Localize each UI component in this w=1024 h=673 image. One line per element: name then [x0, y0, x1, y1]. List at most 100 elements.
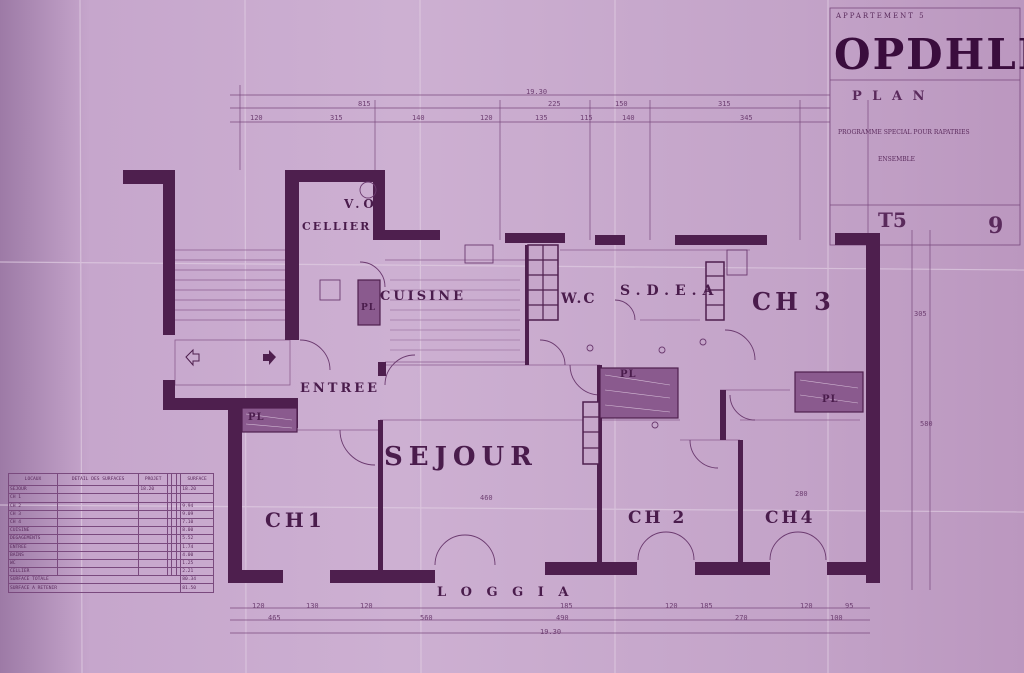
table-cell — [138, 558, 169, 569]
dim-top-detail-7: 140 — [622, 114, 635, 122]
dim-top-detail-2: 315 — [330, 114, 343, 122]
table-cell: CELLIER — [8, 567, 58, 577]
fixtures — [319, 181, 748, 429]
door-swings — [299, 261, 827, 566]
table-cell — [56, 501, 140, 511]
surface-table: LOCAUX DETAIL DES SURFACES PROJET SURFAC… — [7, 472, 214, 593]
fold-line — [244, 0, 247, 673]
room-label-pl-ch3: PL — [822, 394, 839, 405]
dim-bottom-detail-4: 270 — [735, 614, 748, 622]
room-label-wc: W.C — [561, 291, 597, 307]
table-cell: SURFACE TOTALE — [7, 575, 182, 585]
dim-bottom-detail-3: 490 — [556, 614, 569, 622]
table-cell: 1.25 — [180, 558, 214, 569]
dim-total-top: 19.30 — [526, 88, 548, 96]
kitchen-hatching — [390, 279, 520, 351]
fold-line — [419, 0, 422, 673]
room-label-entree: ENTREE — [300, 381, 381, 396]
table-cell: WC — [8, 558, 58, 569]
brand-title: OPDHLM — [834, 30, 1024, 79]
table-cell — [138, 526, 169, 536]
dim-bottom-detail-1: 465 — [268, 614, 281, 622]
drawing-title: P L A N — [852, 89, 928, 104]
dim-ch3-width: 280 — [795, 490, 808, 498]
room-label-sdea: S.D.E.A — [620, 283, 720, 299]
table-cell — [56, 550, 140, 560]
sheet-number: 9 — [988, 213, 1004, 239]
basin-fixture — [726, 249, 748, 276]
table-cell: CH 3 — [8, 509, 58, 519]
table-header-cell: DETAIL DES SURFACES — [56, 472, 140, 487]
entry-arrows — [185, 348, 276, 367]
dim-top-detail-4: 120 — [480, 114, 493, 122]
type-code: T5 — [878, 208, 907, 232]
dim-top-detail-1: 120 — [250, 114, 263, 122]
room-label-ch2: CH 2 — [628, 508, 688, 528]
project-label: APPARTEMENT 5 — [836, 12, 926, 20]
title-block-frame — [829, 7, 1021, 246]
dim-right-2: 580 — [920, 420, 933, 428]
table-cell: 1.74 — [180, 542, 214, 552]
room-label-ch1: CH1 — [265, 508, 326, 532]
room-label-ch4: CH4 — [765, 508, 816, 528]
dim-top-detail-6: 115 — [580, 114, 593, 122]
dim-right-1: 305 — [914, 310, 927, 318]
table-cell: DEGAGEMENTS — [8, 534, 58, 544]
table-cell — [56, 567, 140, 577]
pl-panel-ch2 — [599, 367, 679, 419]
table-cell: SEJOUR — [8, 485, 58, 495]
table-cell — [138, 534, 169, 544]
dim-bottom-detail-5: 100 — [830, 614, 843, 622]
dim-bottom-1: 120 — [252, 602, 265, 610]
dim-top-detail-5: 135 — [535, 114, 548, 122]
dim-top-detail-3: 140 — [412, 114, 425, 122]
dimension-lines — [230, 85, 931, 634]
room-label-pl-cuisine: PL — [361, 303, 377, 313]
table-header-cell: SURFACE — [180, 472, 214, 487]
table-cell — [138, 550, 169, 560]
dim-bottom-3: 120 — [360, 602, 373, 610]
room-label-sejour: SEJOUR — [384, 442, 538, 472]
shelf-dividers — [528, 245, 724, 449]
table-cell — [138, 542, 169, 552]
table-row: WC 1.25 — [8, 558, 214, 569]
dim-bottom-8: 95 — [845, 602, 854, 610]
dim-top-2: 225 — [548, 100, 561, 108]
dim-top-3: 150 — [615, 100, 628, 108]
pl-panel-cuisine — [357, 279, 381, 326]
table-cell — [138, 509, 169, 519]
dim-sejour-width: 460 — [480, 494, 493, 502]
dim-top-1: 815 — [358, 100, 371, 108]
table-cell — [56, 526, 140, 536]
table-cell — [56, 509, 140, 519]
table-cell — [56, 493, 140, 503]
room-label-vo: V.O — [344, 197, 378, 211]
dim-bottom-4: 185 — [560, 602, 573, 610]
dim-bottom-7: 120 — [800, 602, 813, 610]
room-label-loggia: L O G G I A — [437, 585, 574, 600]
room-label-ch3: CH 3 — [752, 287, 835, 316]
panel-hatch — [245, 374, 859, 429]
table-cell — [56, 534, 140, 544]
table-cell — [138, 517, 169, 528]
table-header-cell: PROJET — [138, 472, 169, 487]
hatched-panels — [241, 279, 864, 433]
dim-bottom-detail-2: 560 — [420, 614, 433, 622]
table-cell: 8.00 — [180, 526, 214, 536]
dim-bottom-5: 120 — [665, 602, 678, 610]
table-cell: 9.09 — [180, 509, 214, 519]
room-label-cellier: CELLIER — [302, 220, 372, 233]
table-cell: 18.20 — [138, 485, 169, 495]
dim-total-bottom: 19.30 — [540, 628, 562, 636]
surface-table-header: LOCAUX DETAIL DES SURFACES PROJET SURFAC… — [8, 472, 214, 487]
